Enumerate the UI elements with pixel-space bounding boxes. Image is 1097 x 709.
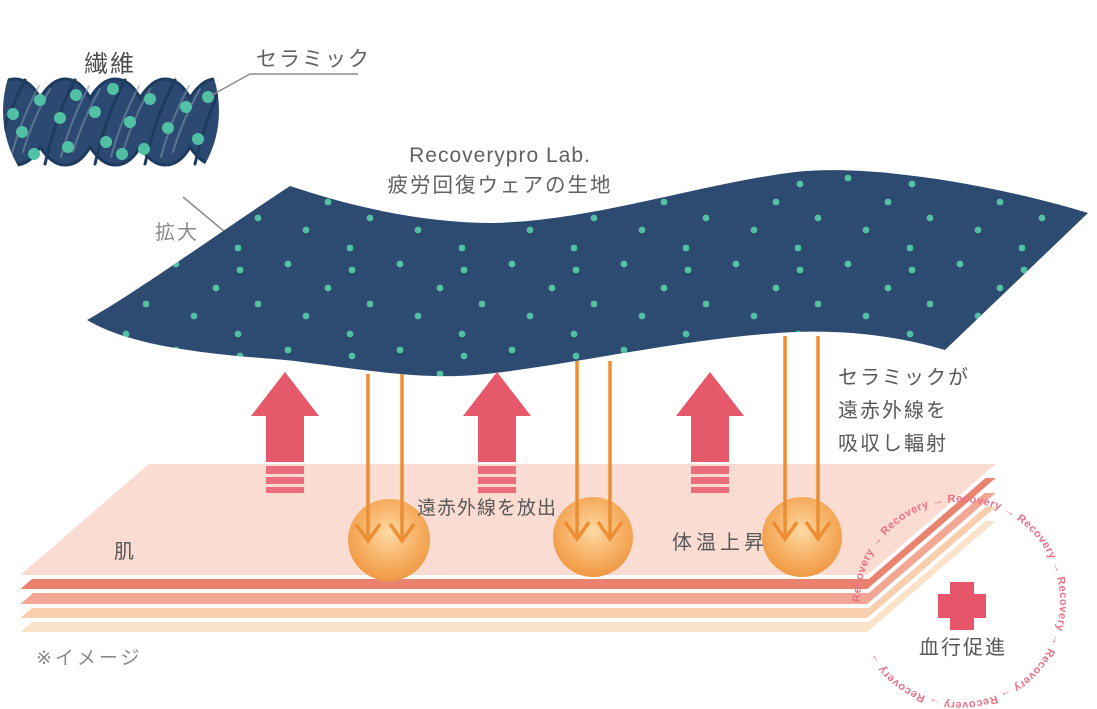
heat-spot-2: [553, 497, 633, 577]
ceramic-callout: セラミック: [211, 48, 371, 96]
body-temp-label: 体温上昇: [672, 531, 768, 554]
ceramic-absorb-line3: 吸収し輻射: [838, 432, 948, 455]
skin-label: 肌: [114, 541, 134, 563]
zoom-label: 拡大: [155, 221, 199, 244]
down-arrow-pair-2: [563, 361, 624, 543]
fiber-magnifier: 繊維: [3, 3, 219, 219]
ceramic-particles-fabric: [87, 170, 1088, 377]
emit-label: 遠赤外線を放出: [417, 497, 557, 519]
brand-title: Recoverypro Lab.: [409, 144, 591, 167]
medical-cross-icon: [938, 582, 986, 630]
fabric-sheet: [87, 170, 1088, 377]
image-note: ※イメージ: [36, 648, 143, 669]
fiber-rope: [3, 77, 219, 167]
ceramic-leader-line: [211, 73, 251, 96]
ceramic-absorb-label: セラミックが 遠赤外線を 吸収し輻射: [838, 366, 970, 455]
fiber-label: 繊維: [84, 51, 136, 78]
down-arrow-pair-3: [771, 336, 832, 543]
up-arrow-tails: [266, 466, 729, 493]
up-arrow-icon-2: [463, 372, 531, 462]
ceramic-absorb-line1: セラミックが: [838, 366, 970, 389]
up-arrow-icon-3: [676, 372, 744, 462]
ceramic-label: セラミック: [256, 48, 371, 71]
absorb-down-arrows: [354, 336, 832, 545]
heat-spot-3: [762, 497, 842, 577]
up-arrow-icon-1: [251, 372, 319, 462]
rope-twist-seams: [3, 78, 219, 166]
far-infrared-up-arrows: [251, 372, 744, 462]
ceramic-absorb-line2: 遠赤外線を: [838, 399, 948, 422]
down-arrow-pair-1: [354, 374, 416, 545]
circulation-label: 血行促進: [919, 636, 1007, 659]
fabric-caption: 疲労回復ウェアの生地: [388, 174, 613, 197]
ceramic-particles-rope: [7, 83, 214, 160]
